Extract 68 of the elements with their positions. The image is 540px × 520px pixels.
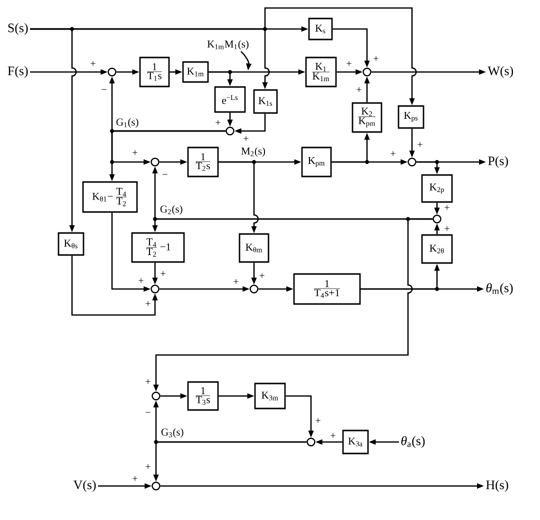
- sign-label: +: [132, 150, 138, 155]
- signal-label: K$_{1m}$M$_{1}$(s): [207, 40, 248, 50]
- signal-label: θ$_{a}$(s): [401, 436, 425, 448]
- sign-label: +: [316, 418, 320, 423]
- sign-label: −: [102, 89, 106, 90]
- signal-label: G$_{3}$(s): [161, 428, 184, 438]
- transfer-block: K$_{1m}$: [182, 61, 209, 83]
- sign-label: +: [138, 278, 144, 283]
- summing-junction: [408, 158, 416, 166]
- sign-label: +: [418, 142, 422, 147]
- sign-label: +: [444, 226, 450, 231]
- signal-label: F(s): [8, 66, 28, 78]
- transfer-block: e$^{−Ls}$: [214, 86, 246, 113]
- transfer-block: K$_{3a}$: [342, 430, 369, 454]
- sign-label: +: [160, 271, 166, 276]
- summing-junction: [150, 284, 160, 294]
- transfer-block: K$_{1}$ K$_{1m}$: [305, 56, 337, 88]
- transfer-block: K$_{ps}$: [398, 105, 424, 129]
- transfer-block: K$_{θs}$: [58, 232, 84, 256]
- sign-label: +: [234, 279, 238, 284]
- summing-junction: [150, 158, 160, 166]
- transfer-block: K$_{3m}$: [254, 382, 286, 410]
- signal-label: G$_{2}$(s): [160, 205, 182, 215]
- transfer-block: K$_{2θ}$: [421, 234, 453, 264]
- summing-junction: [108, 68, 116, 76]
- signal-label: H(s): [486, 480, 508, 492]
- signal-label: V(s): [73, 480, 96, 492]
- summing-junction: [152, 392, 160, 400]
- transfer-block: K$_{pm}$: [301, 146, 332, 178]
- sign-label: +: [260, 273, 264, 278]
- sign-label: −: [146, 412, 150, 413]
- signal-label: P(s): [488, 156, 508, 168]
- sign-label: +: [346, 61, 352, 66]
- sign-label: +: [330, 433, 336, 438]
- transfer-block: 1 T$_{1}$s: [139, 56, 170, 88]
- sign-label: +: [146, 464, 150, 469]
- signal-label: S(s): [8, 23, 28, 35]
- sign-label: +: [146, 301, 150, 306]
- summing-junction: [306, 438, 316, 446]
- transfer-block: 1 T$_{2}$s: [187, 146, 219, 178]
- summing-junction: [432, 214, 442, 224]
- sign-label: +: [244, 136, 248, 141]
- transfer-block: 1 T$_{4}$s+1: [293, 273, 361, 305]
- transfer-block: K$_{θ1}$− T$_{4}$ T$_{2}$: [82, 181, 138, 213]
- sign-label: +: [132, 476, 138, 481]
- summing-junction: [226, 126, 234, 136]
- sign-label: +: [356, 87, 362, 92]
- sign-label: +: [374, 56, 378, 61]
- summing-junction: [362, 68, 372, 76]
- signal-label: G$_{1}$(s): [116, 118, 138, 128]
- sign-label: +: [146, 379, 150, 384]
- signal-label: θ$_{m}$(s): [486, 283, 513, 295]
- sign-label: +: [216, 120, 220, 125]
- sign-label: +: [90, 61, 96, 66]
- signal-label: M$_{2}$(s): [241, 147, 266, 157]
- transfer-block: K$_{1s}$: [253, 89, 278, 114]
- sign-label: −: [162, 174, 168, 175]
- summing-junction: [250, 284, 258, 294]
- transfer-block: T$_{4}$ T$_{2}$ −1: [131, 232, 185, 263]
- transfer-block: 1 T$_{3}$s: [187, 381, 219, 411]
- sign-label: +: [444, 205, 450, 210]
- transfer-block: K$_{2p}$: [421, 174, 453, 203]
- summing-junction: [152, 482, 160, 490]
- sign-label: +: [390, 151, 396, 156]
- transfer-block: K$_{2}$ K$_{pm}$: [352, 102, 382, 133]
- transfer-block: K$_{s}$: [308, 18, 333, 40]
- transfer-block: K$_{θm}$: [238, 233, 270, 263]
- signal-label: W(s): [488, 66, 514, 78]
